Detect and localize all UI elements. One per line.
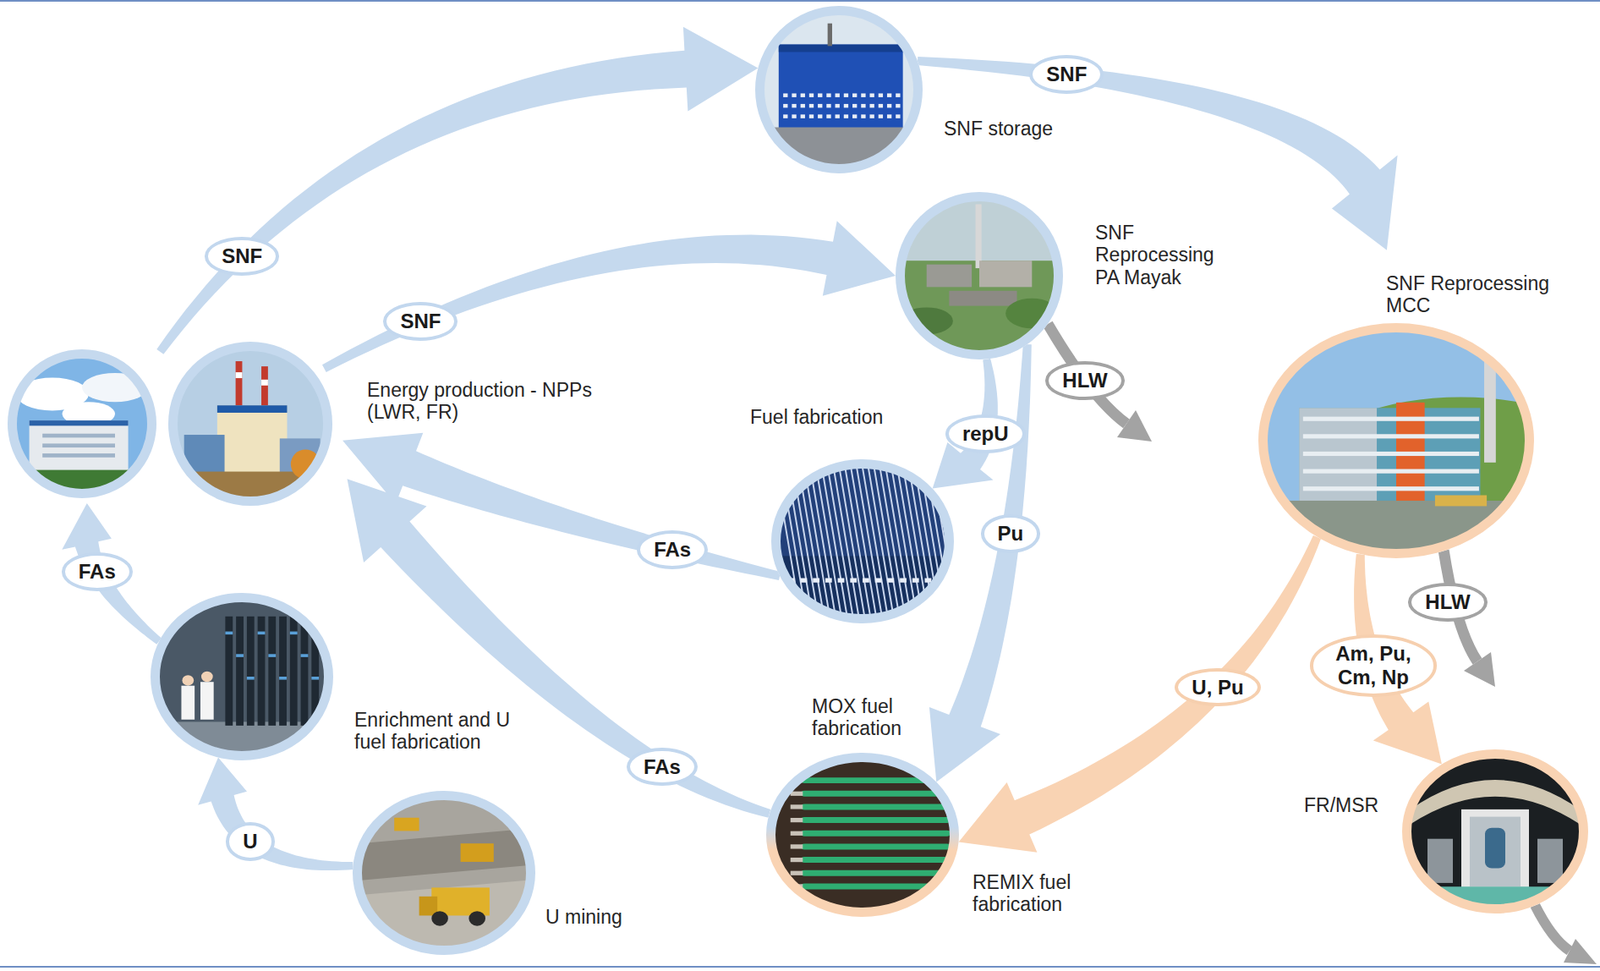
facility-caption: Enrichment and U fuel fabrication <box>354 708 532 754</box>
waste-label: HLW <box>1045 361 1124 400</box>
flow-arrow <box>958 535 1322 853</box>
facility-circle: Enrichment and U fuel fabrication <box>150 592 334 761</box>
flow-label: repU <box>945 414 1026 454</box>
flow-arrow <box>322 220 896 373</box>
facility-photo <box>150 592 334 761</box>
flow-label: Pu <box>980 514 1042 554</box>
waste-arrowhead <box>1563 938 1597 965</box>
flow-arrow <box>61 503 162 645</box>
facility-circle: MOX fuel fabricationREMIX fuel fabricati… <box>766 752 959 917</box>
flow-label: SNF <box>383 301 458 341</box>
facility-caption: SNF Reprocessing MCC <box>1386 272 1585 318</box>
facility-photo <box>1402 749 1589 914</box>
facility-photo <box>755 5 923 174</box>
flow-label: SNF <box>1029 54 1104 94</box>
flow-label: FAs <box>626 747 698 787</box>
facility-circle: SNF Reprocessing MCC <box>1258 323 1535 559</box>
frame-line <box>0 965 1600 968</box>
facility-photo <box>1258 323 1535 559</box>
flow-label: FAs <box>61 552 133 592</box>
facility-circle: SNF Reprocessing PA Mayak <box>895 191 1064 360</box>
facility-photo <box>5 339 335 508</box>
facility-caption: Fuel fabrication <box>750 405 911 428</box>
facility-circle: Energy production - NPPs (LWR, FR) <box>5 339 335 508</box>
facility-photo <box>895 191 1064 360</box>
facility-photo <box>771 459 954 624</box>
waste-label: HLW <box>1408 582 1487 622</box>
frame-line <box>0 0 1600 2</box>
facility-circle: FR/MSR <box>1402 749 1589 914</box>
facility-circle: SNF storage <box>755 5 923 174</box>
waste-arrowhead <box>1463 652 1496 687</box>
facility-caption: U mining <box>545 905 656 928</box>
facility-photo <box>352 790 536 955</box>
facility-caption: Energy production - NPPs (LWR, FR) <box>367 378 638 424</box>
flow-label: U <box>225 821 274 861</box>
facility-caption: MOX fuel fabrication <box>811 695 931 740</box>
flow-arrow <box>347 478 772 817</box>
waste-arrow <box>1534 904 1570 951</box>
flow-label: FAs <box>636 530 708 570</box>
facility-circle: Fuel fabrication <box>771 459 954 624</box>
flow-label: Am, Pu, Cm, Np <box>1309 634 1437 696</box>
facility-caption: SNF storage <box>943 117 1113 140</box>
facility-circle: U mining <box>352 790 536 955</box>
facility-caption: REMIX fuel fabrication <box>972 871 1091 916</box>
facility-caption: SNF Reprocessing PA Mayak <box>1095 221 1235 289</box>
facility-photo <box>766 752 959 917</box>
flow-label: U, Pu <box>1174 668 1261 707</box>
facility-caption: FR/MSR <box>1304 794 1389 817</box>
flow-arrow <box>197 757 353 872</box>
waste-arrowhead <box>1117 410 1152 442</box>
flow-label: SNF <box>204 236 280 276</box>
